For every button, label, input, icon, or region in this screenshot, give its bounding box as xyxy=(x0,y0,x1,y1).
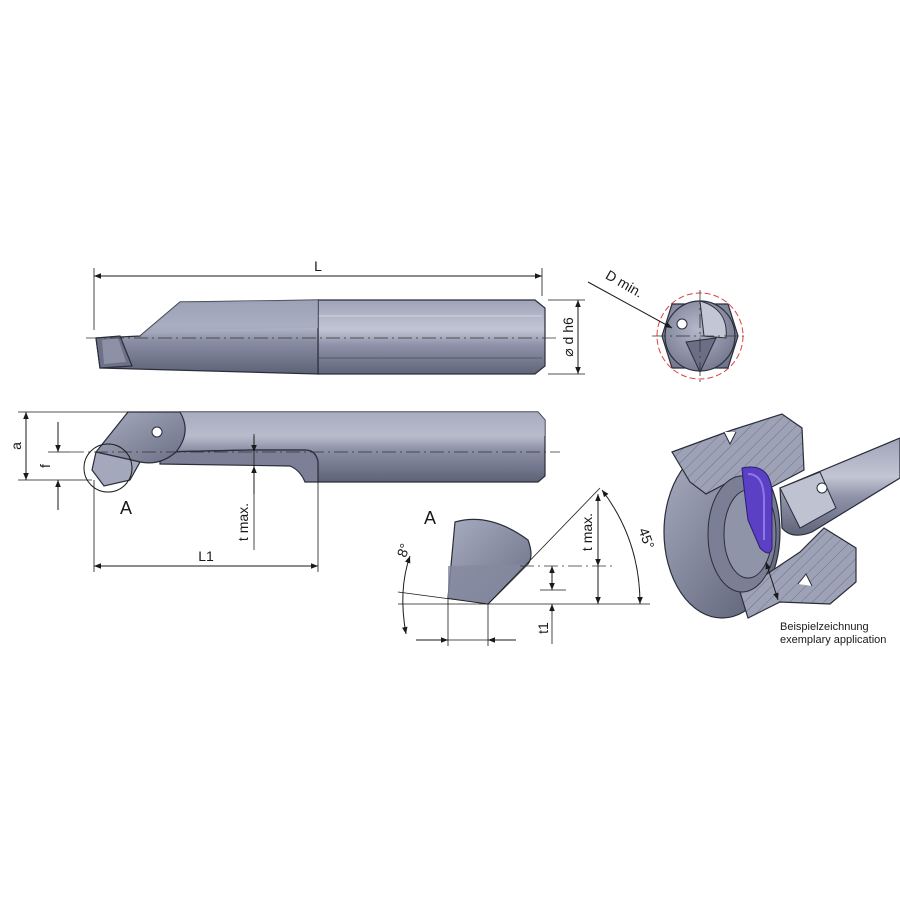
label-f: f xyxy=(37,464,53,468)
label-angle-8: 8° xyxy=(393,541,413,559)
label-t1: t1 xyxy=(535,622,551,634)
tool-top-view: A a f t max. L1 xyxy=(8,411,560,572)
workpiece-section xyxy=(671,413,805,495)
label-a: a xyxy=(8,442,24,450)
label-t-max-detail: t max. xyxy=(579,513,595,551)
tool-end-view: D min. xyxy=(587,267,748,382)
top-neck-recess xyxy=(159,449,319,483)
caption-de: Beispielzeichnung xyxy=(780,621,869,633)
label-d-h6: ⌀ d h6 xyxy=(560,317,576,357)
label-detail-A-view: A xyxy=(424,508,436,528)
application-illustration: Beispielzeichnung exemplary application xyxy=(663,413,900,646)
label-angle-45: 45° xyxy=(636,526,658,551)
tool-side-view: L ⌀ d h6 xyxy=(86,258,585,375)
shank-body xyxy=(317,299,546,375)
label-detail-A: A xyxy=(120,498,132,518)
coolant-hole xyxy=(676,318,688,330)
top-hole xyxy=(151,426,163,438)
label-L1: L1 xyxy=(198,548,214,564)
label-d-min: D min. xyxy=(603,267,646,301)
detail-A-view: A 8° t max. 45° t1 xyxy=(393,487,658,646)
detail-circle-A xyxy=(83,443,133,493)
caption-en: exemplary application xyxy=(780,634,886,646)
label-L: L xyxy=(314,258,322,274)
label-t-max-top: t max. xyxy=(235,503,251,541)
